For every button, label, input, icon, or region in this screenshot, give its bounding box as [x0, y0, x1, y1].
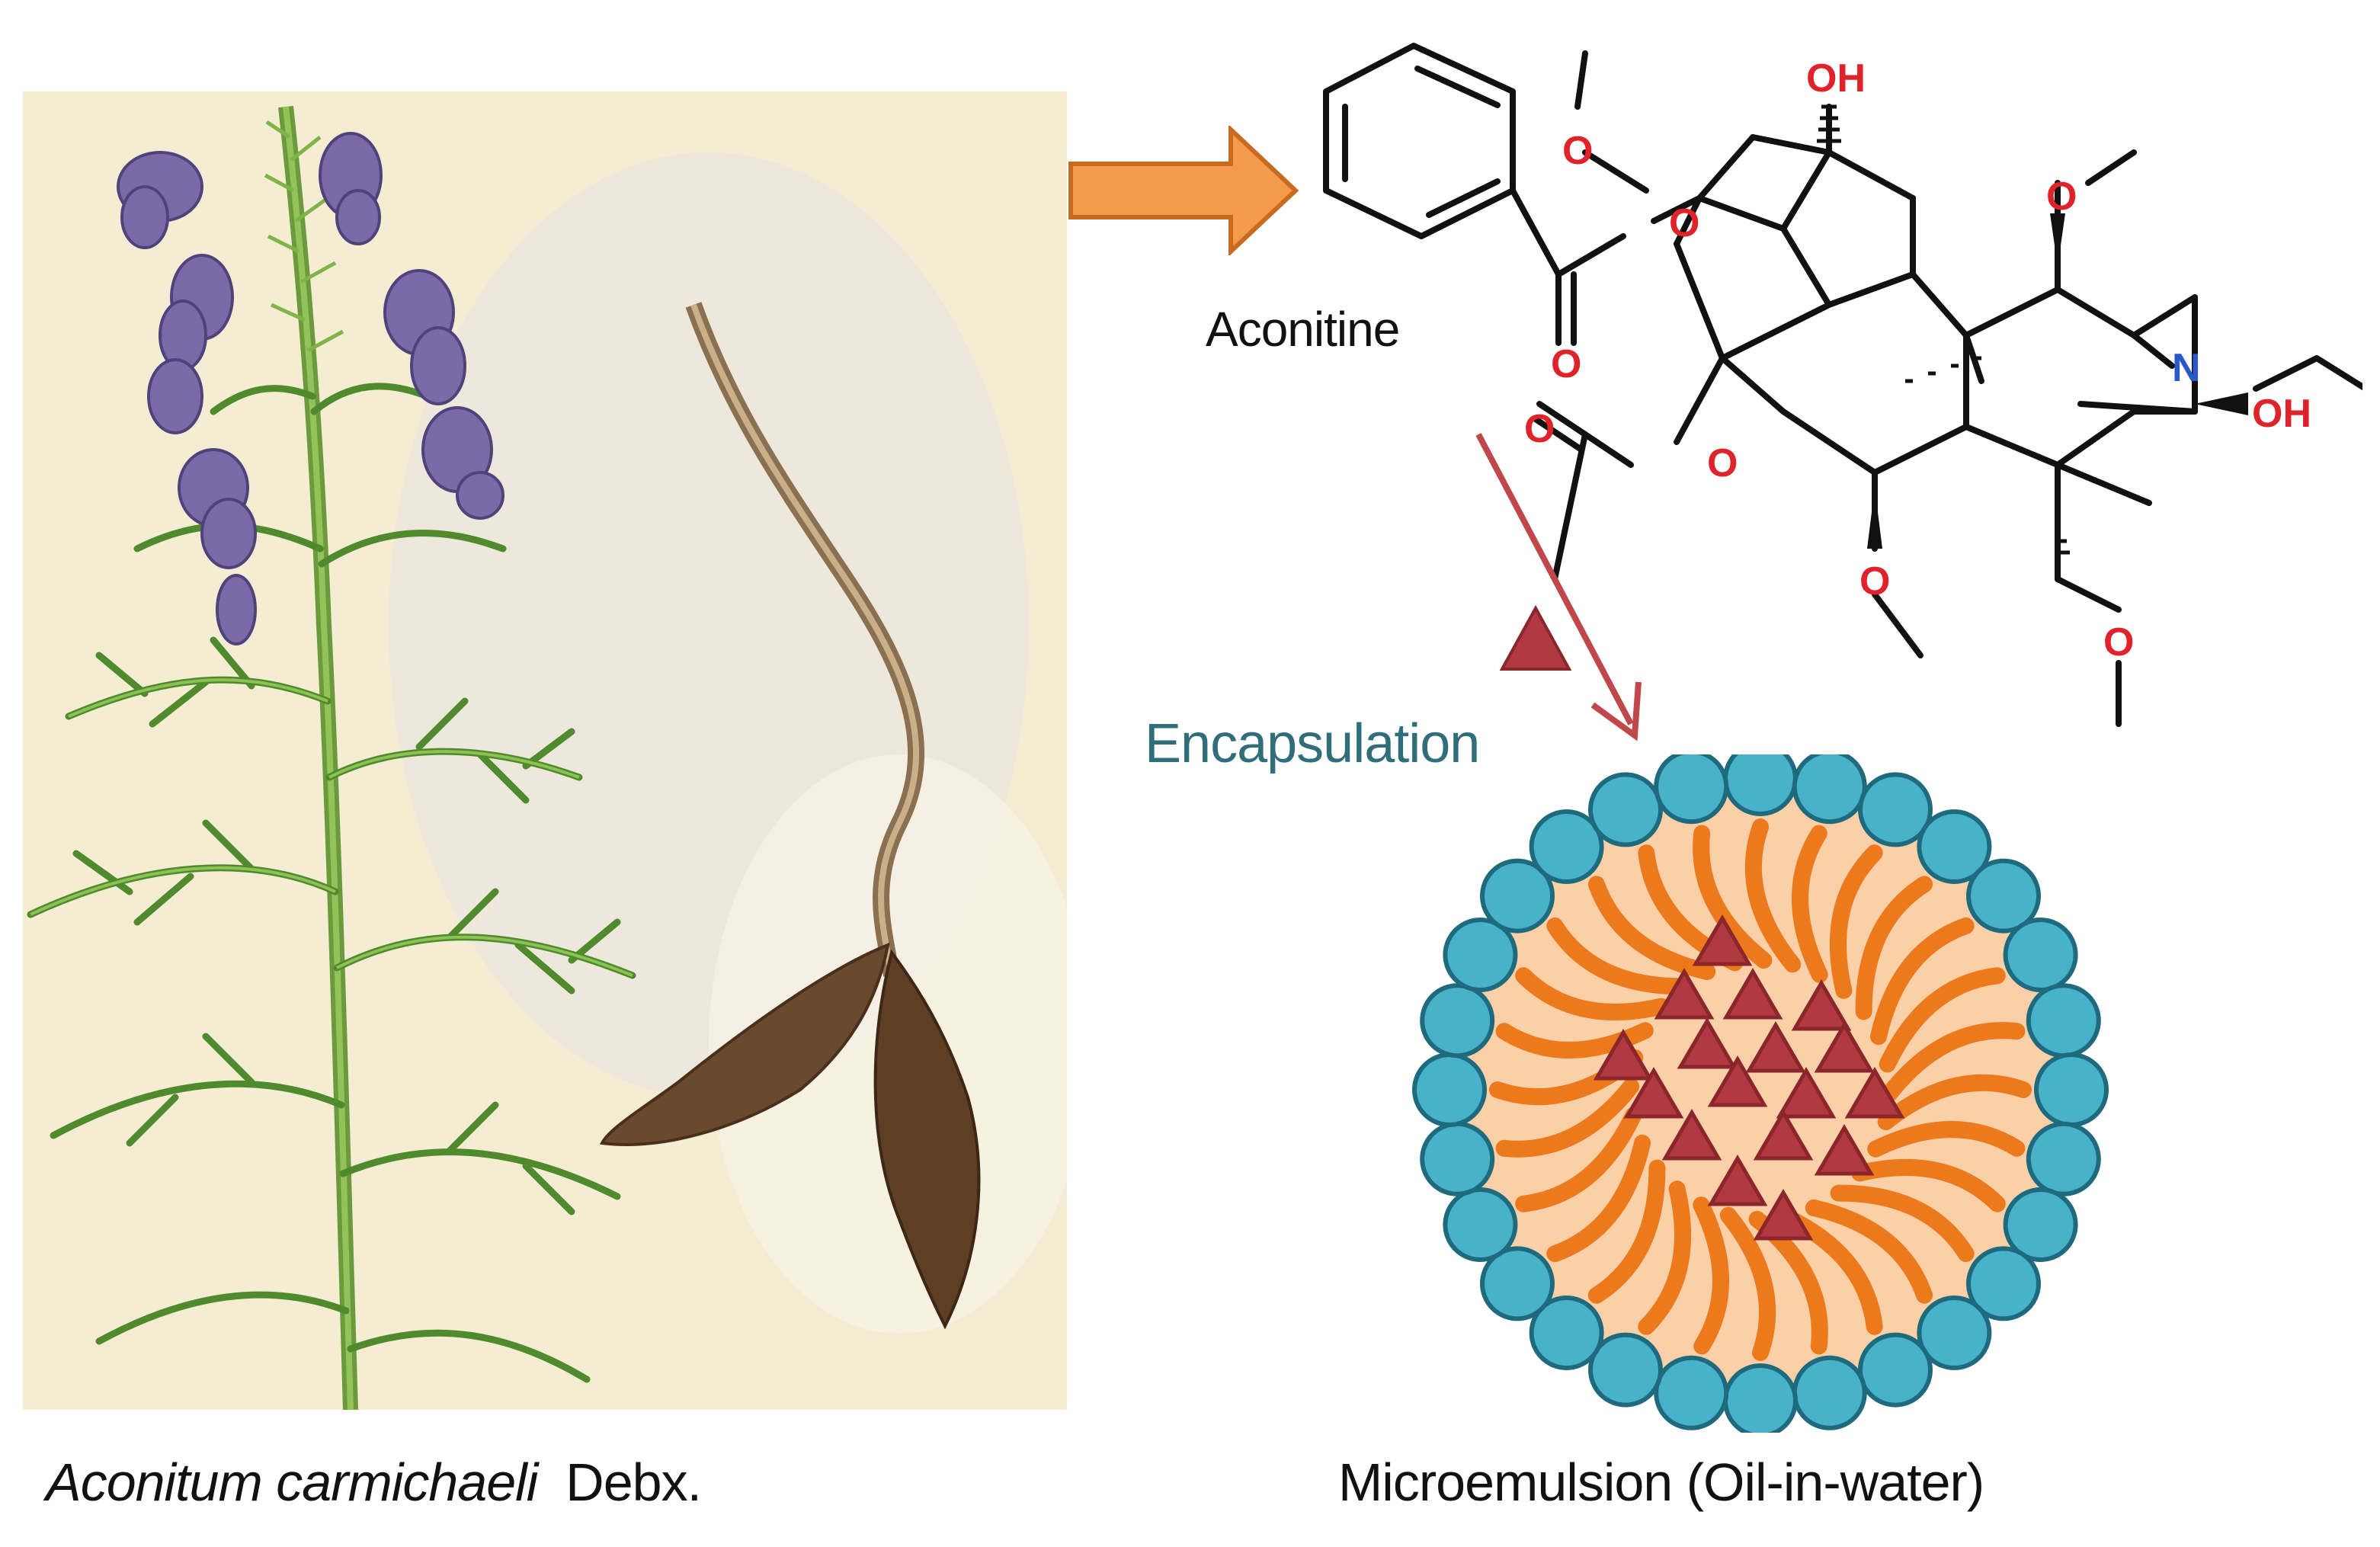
atom-oh-right: OH — [2252, 392, 2311, 436]
surfactant-head — [1654, 1355, 1729, 1430]
atom-o-2: O — [1669, 201, 1699, 245]
microemulsion-caption: Microemulsion (Oil-in-water) — [1338, 1453, 1984, 1512]
encapsulation-label: Encapsulation — [1145, 713, 1480, 774]
drug-triangle — [1677, 1017, 1738, 1069]
drug-triangle — [1791, 979, 1852, 1031]
surfactant-tail — [1744, 818, 1802, 973]
plant-root — [599, 302, 981, 1330]
drug-triangle — [1776, 1067, 1837, 1119]
surfactant-tail — [1587, 1159, 1666, 1304]
surfactant-tail — [1495, 1078, 1640, 1158]
drug-triangle — [1814, 1124, 1875, 1176]
surfactant-head — [1654, 754, 1729, 825]
drug-triangle — [1623, 1067, 1684, 1119]
surfactant-head — [1412, 1052, 1487, 1127]
surfactant-head — [1529, 809, 1604, 884]
surfactant-tail — [1587, 876, 1716, 980]
drug-triangle — [1692, 914, 1753, 966]
surfactant-tail — [1867, 1121, 2026, 1158]
atom-n: N — [2172, 346, 2201, 390]
drug-triangle — [1707, 1055, 1768, 1107]
atom-oh-top: OH — [1806, 56, 1866, 101]
surfactant-head — [1792, 1355, 1867, 1430]
surfactant-head — [1443, 918, 1518, 992]
surfactant-head — [1443, 1187, 1518, 1262]
drug-triangle — [1844, 1067, 1905, 1119]
drug-triangle — [1661, 1109, 1722, 1161]
surfactant-head — [1588, 1332, 1663, 1408]
drug-triangle — [1593, 1029, 1654, 1081]
plant-authority: Debx. — [565, 1453, 702, 1512]
surfactant-head — [1966, 1246, 2041, 1321]
surfactant-tail — [1881, 1022, 2026, 1102]
surfactant-tail — [1792, 825, 1828, 983]
surfactant-head — [2026, 983, 2101, 1059]
surfactant-head — [2026, 1121, 2101, 1196]
surfactant-tail — [1870, 917, 1975, 1046]
surfactant-head — [1792, 754, 1867, 825]
microemulsion-droplet — [1412, 754, 2109, 1433]
surfactant-head — [1723, 754, 1798, 816]
atom-o-7: O — [2103, 620, 2134, 665]
plant-species-name: Aconitum carmichaeli — [46, 1453, 538, 1512]
surfactant-tail — [1879, 967, 2006, 1073]
surfactant-tail — [1829, 844, 1883, 999]
surfactant-head — [1480, 858, 1555, 934]
surfactant-heads — [1412, 754, 2109, 1433]
surfactant-tail — [1515, 967, 1670, 1021]
surfactant-head — [1858, 772, 1933, 847]
surfactant-head — [1480, 1246, 1555, 1321]
drug-triangle — [1654, 968, 1715, 1020]
plant-flowers — [117, 132, 505, 645]
surfactant-head — [2034, 1052, 2109, 1127]
drug-molecules — [1593, 914, 1905, 1241]
drug-triangle — [1745, 1021, 1806, 1073]
surfactant-head — [1420, 1121, 1495, 1196]
surfactant-head — [1966, 858, 2041, 934]
atom-o-5: O — [1707, 441, 1738, 485]
encapsulation-arrow — [1475, 433, 1642, 741]
surfactant-head — [1723, 1363, 1798, 1433]
surfactant-tail — [1877, 1074, 2032, 1131]
surfactant-head — [1588, 772, 1663, 847]
plant-caption: Aconitum carmichaeli Debx. — [46, 1452, 702, 1513]
plant-illustration — [23, 91, 1067, 1410]
drug-triangle-icon — [1499, 604, 1572, 671]
atom-o-4: O — [1524, 407, 1555, 451]
atom-o-1: O — [1562, 129, 1593, 173]
aconitine-label: Aconitine — [1206, 302, 1400, 357]
surfactant-head — [1420, 983, 1495, 1059]
surfactant-tail — [1719, 1206, 1776, 1361]
surfactant-tail — [1855, 876, 1933, 1020]
aconitine-structure: OH OH N O O O O O O O O — [1323, 43, 2362, 727]
surfactant-head — [1917, 1296, 1992, 1370]
benzene-ring — [1323, 43, 1516, 239]
atom-o-8: O — [2046, 175, 2077, 219]
surfactant-head — [1529, 1296, 1604, 1370]
surfactant-tail — [1546, 917, 1691, 995]
surfactant-tail — [1638, 1180, 1692, 1335]
surfactant-tail — [1851, 1158, 2006, 1212]
surfactant-head — [1917, 809, 1992, 884]
drug-triangle — [1753, 1109, 1814, 1161]
surfactant-tail — [1693, 1196, 1729, 1355]
drug-triangle — [1707, 1155, 1768, 1206]
extraction-arrow — [1068, 126, 1299, 255]
atom-o-6: O — [1859, 559, 1890, 604]
surfactant-tail — [1515, 1107, 1642, 1212]
surfactant-head — [2003, 918, 2078, 992]
surfactant-tail — [1546, 1134, 1651, 1263]
surfactant-head — [2003, 1187, 2078, 1262]
surfactant-tail — [1805, 1199, 1933, 1304]
drug-triangle — [1814, 1021, 1875, 1073]
surfactant-tail — [1830, 1184, 1975, 1263]
surfactant-tail — [1693, 825, 1773, 969]
drug-triangle — [1722, 968, 1783, 1020]
drug-triangle — [1753, 1189, 1814, 1241]
surfactant-head — [1858, 1332, 1933, 1408]
plant-stem — [278, 105, 358, 1410]
atom-o-3: O — [1551, 342, 1581, 386]
